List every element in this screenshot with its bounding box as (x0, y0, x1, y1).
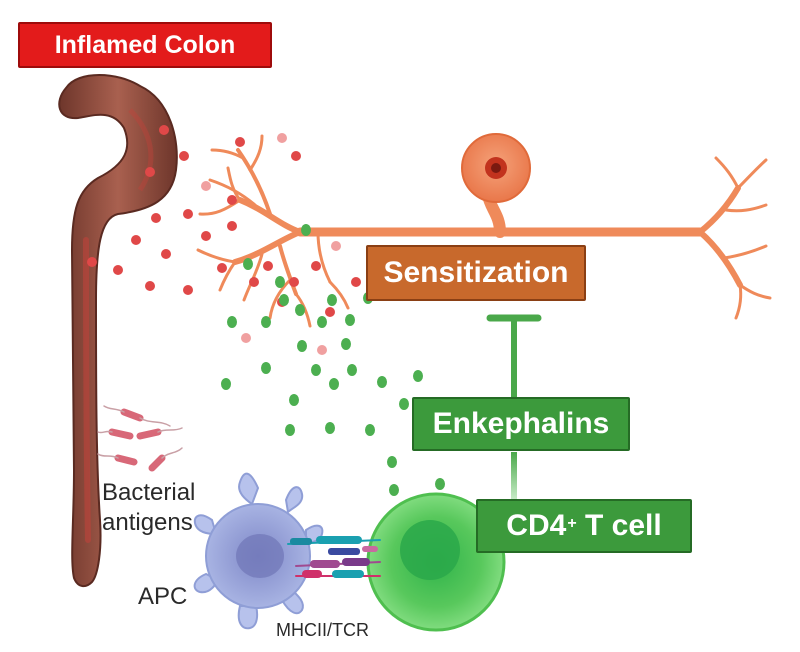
enkephalins-label: Enkephalins (412, 397, 630, 451)
green-enkephalin-particles (221, 224, 445, 496)
bacteria-cluster (97, 405, 183, 472)
bacterial-antigens-label: Bacterial antigens (102, 478, 195, 538)
mhc-tcr-label: MHCII/TCR (276, 620, 369, 640)
inflamed-colon-label: Inflamed Colon (18, 22, 272, 68)
sensitization-label: Sensitization (366, 245, 586, 301)
bacterial-antigens-line2: antigens (102, 509, 193, 536)
apc-label: APC (138, 583, 188, 610)
cd4-superscript: + (567, 515, 577, 532)
t-cell-text: T cell (576, 509, 662, 542)
red-mediator-particles (87, 125, 361, 355)
neuron-illustration (196, 134, 772, 328)
mhc-tcr-receptors (287, 536, 381, 578)
bacterial-antigens-line1: Bacterial (102, 479, 196, 506)
colon-illustration (58, 74, 178, 588)
neuron-soma (461, 133, 531, 203)
cd4-t-cell-label: CD4+ T cell (476, 499, 692, 553)
cd4-t-cell (366, 492, 506, 632)
apc-cell (193, 472, 324, 630)
inhibition-arrow (486, 314, 542, 500)
cd4-text: CD4 (506, 509, 567, 542)
